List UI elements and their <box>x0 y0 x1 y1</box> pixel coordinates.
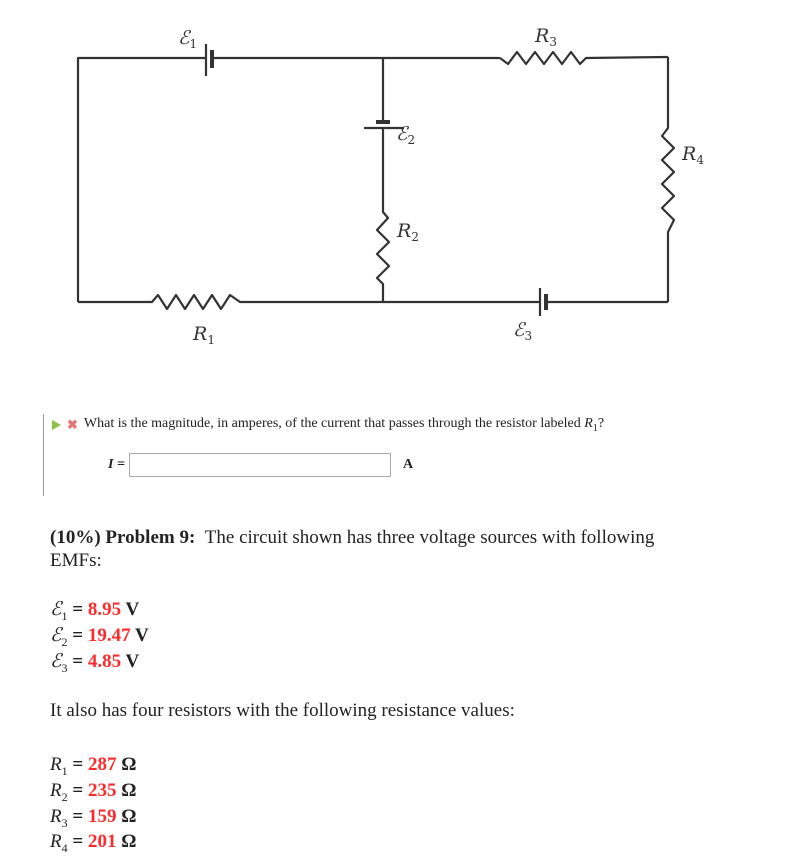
r1-resistor <box>78 293 540 311</box>
answer-unit: A <box>402 457 414 472</box>
answer-input[interactable] <box>128 453 391 477</box>
resistor-item: R3 = 159 Ω <box>50 805 137 830</box>
resistor-intro: It also has four resistors with the foll… <box>50 700 515 721</box>
answer-row: I = A <box>108 453 413 477</box>
resistor-list: R1 = 287 Ω R2 = 235 Ω R3 = 159 Ω R4 = 20… <box>50 755 136 858</box>
emf-item: ℰ3 = 4.85 V <box>50 650 140 675</box>
resistor-item: R4 = 201 Ω <box>50 831 137 856</box>
e1-label: ℰ1 <box>178 27 197 51</box>
e3-label: ℰ3 <box>513 319 532 343</box>
wire-top-left <box>76 56 206 302</box>
expand-play-icon[interactable] <box>52 419 61 430</box>
resistor-item: R2 = 235 Ω <box>50 779 137 804</box>
resistor-item: R1 = 287 Ω <box>50 754 137 778</box>
question: ✖ What is the magnitude, in amperes, of … <box>52 416 604 434</box>
r4-resistor <box>660 57 676 302</box>
r1-label: R1 <box>192 323 215 347</box>
emf-item: ℰ1 = 8.95 V <box>50 599 140 623</box>
e2-label: ℰ2 <box>396 123 415 147</box>
r4-label: R4 <box>681 143 704 167</box>
circuit-diagram: ℰ1 ℰ2 ℰ3 R1 R2 R3 R4 <box>76 25 704 347</box>
r3-label: R3 <box>534 25 557 49</box>
r2-resistor <box>375 128 391 302</box>
emf-item: ℰ2 = 19.47 V <box>50 624 149 649</box>
emf-list: ℰ1 = 8.95 V ℰ2 = 19.47 V ℰ3 = 4.85 V <box>50 600 149 677</box>
r3-resistor <box>499 50 669 66</box>
problem-statement: (10%) Problem 9: The circuit shown has t… <box>50 527 655 571</box>
question-divider <box>43 414 44 496</box>
question-text: What is the magnitude, in amperes, of th… <box>83 416 605 434</box>
r2-label: R2 <box>396 220 419 244</box>
answer-variable-label: I = <box>108 457 125 472</box>
incorrect-x-icon: ✖ <box>67 416 78 432</box>
